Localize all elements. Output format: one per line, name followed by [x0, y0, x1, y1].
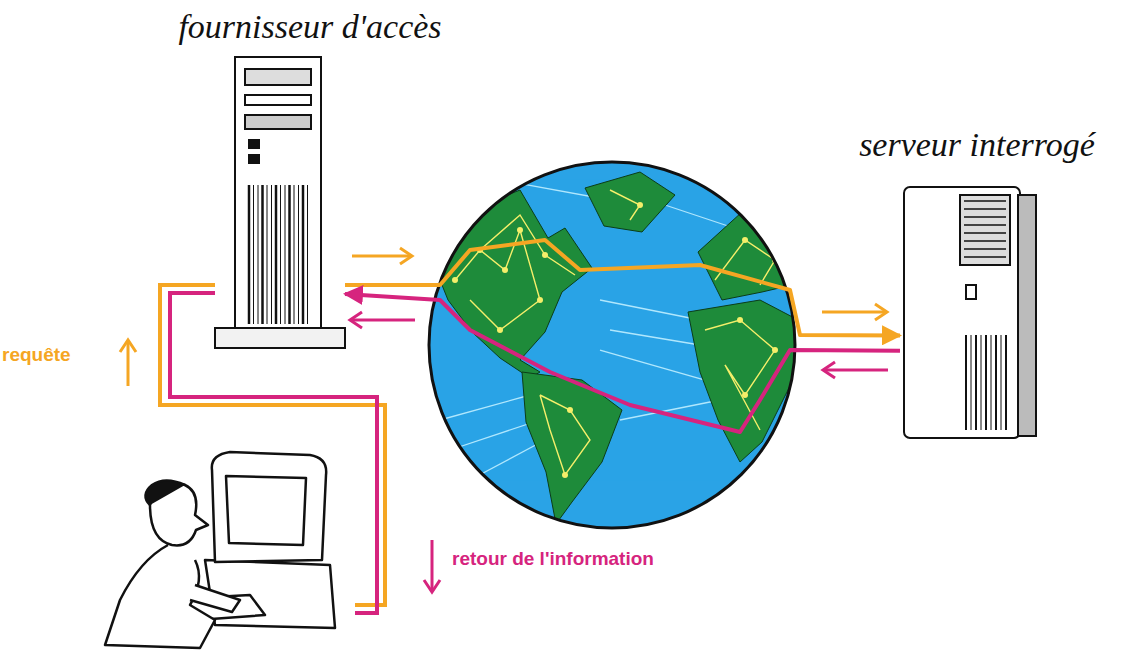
- node-heading: serveur interrogé: [859, 126, 1095, 163]
- globe: [429, 162, 805, 528]
- server-tower: serveur interrogé: [900, 185, 1040, 440]
- tower-shape: [900, 185, 1040, 440]
- user-at-computer: [105, 452, 335, 648]
- return-route: [345, 294, 900, 432]
- tower-shape: [215, 55, 345, 350]
- return-label: retour de l'information: [450, 548, 656, 571]
- request-route: [345, 240, 900, 335]
- request-label: requête: [0, 344, 73, 367]
- node-heading: fournisseur d'accès: [178, 8, 441, 45]
- access-provider-tower: fournisseur d'accès: [215, 55, 345, 350]
